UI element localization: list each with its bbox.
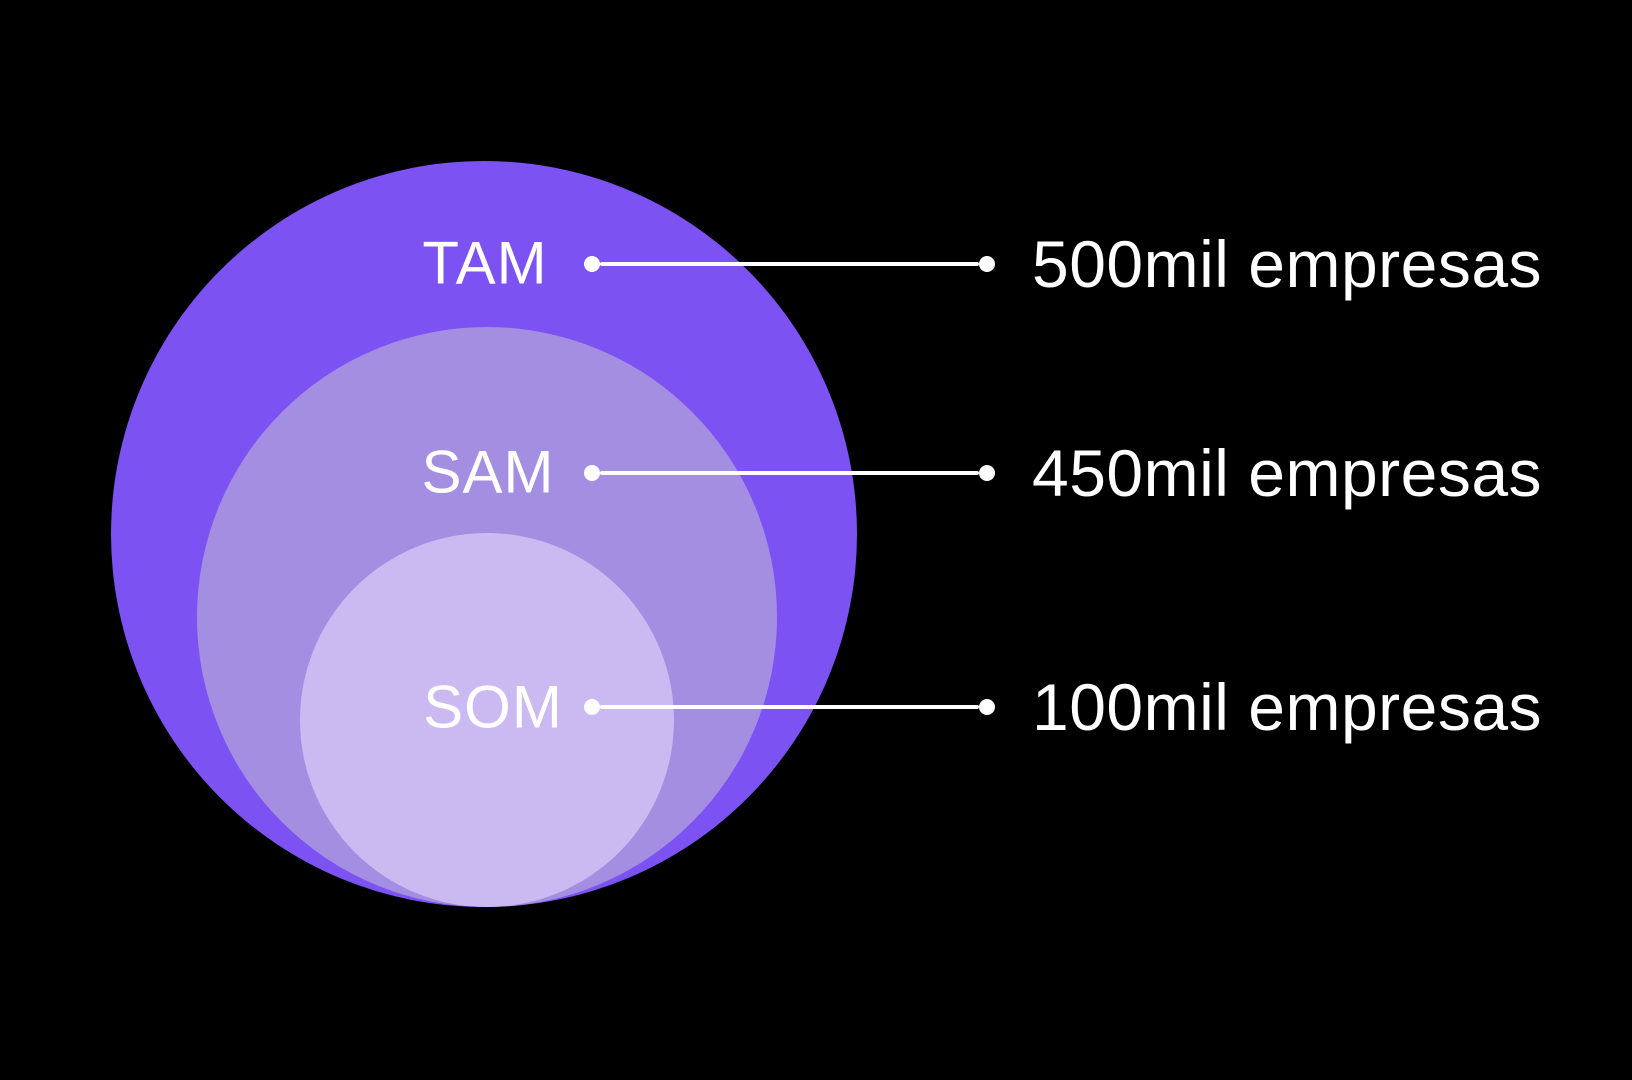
connector-end-dot [979, 256, 995, 272]
connector-start-dot [584, 465, 600, 481]
connector-end-dot [979, 699, 995, 715]
connector-start-dot [584, 256, 600, 272]
som-circle [300, 533, 674, 907]
tam-value: 500mil empresas [1032, 227, 1543, 301]
sam-value: 450mil empresas [1032, 436, 1543, 510]
tam-callout: 500mil empresas [584, 219, 1542, 309]
som-value: 100mil empresas [1032, 670, 1543, 744]
som-callout: 100mil empresas [584, 662, 1542, 752]
connector-start-dot [584, 699, 600, 715]
connector-line [600, 705, 979, 709]
tam-label: TAM [422, 229, 548, 297]
sam-label: SAM [421, 438, 555, 506]
sam-callout: 450mil empresas [584, 428, 1542, 518]
connector-line [600, 262, 979, 266]
connector-end-dot [979, 465, 995, 481]
connector-line [600, 471, 979, 475]
som-label: SOM [423, 673, 563, 741]
